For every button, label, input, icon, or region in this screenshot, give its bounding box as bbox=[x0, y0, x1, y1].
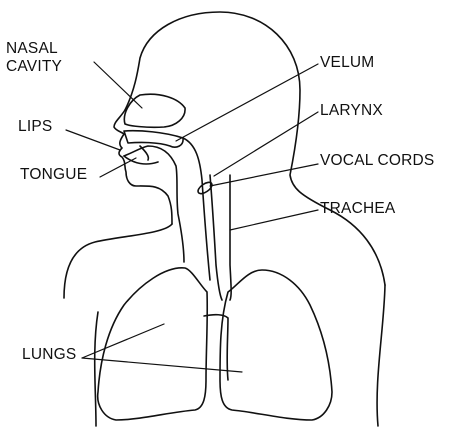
right-lung-outline bbox=[220, 270, 332, 420]
pharynx-back-wall bbox=[183, 138, 210, 280]
trachea-front bbox=[230, 175, 231, 300]
vocal-cords-label: VOCAL CORDS bbox=[320, 152, 434, 170]
trachea-leader bbox=[230, 210, 318, 230]
nasal-cavity-label-line2: CAVITY bbox=[6, 58, 62, 76]
oral-cavity-inner bbox=[124, 156, 158, 164]
torso-left-side bbox=[95, 312, 98, 426]
lungs-label: LUNGS bbox=[22, 346, 76, 364]
torso-right-side bbox=[377, 285, 385, 426]
nasal-cavity-label-line1: NASAL bbox=[6, 40, 62, 58]
lips-leader bbox=[66, 130, 120, 150]
tongue-leader bbox=[100, 158, 136, 177]
lungs-leader-left bbox=[82, 324, 164, 358]
neck-shoulder-outline bbox=[64, 224, 172, 298]
velum-label: VELUM bbox=[320, 54, 374, 72]
velum-shape bbox=[124, 131, 183, 147]
tongue-label: TONGUE bbox=[20, 166, 87, 184]
nasal-cavity-label: NASAL CAVITY bbox=[6, 40, 62, 76]
left-lung-outline bbox=[98, 268, 208, 420]
tongue-tip bbox=[140, 146, 148, 160]
lungs-leader-right bbox=[82, 358, 242, 372]
lips-label: LIPS bbox=[18, 118, 52, 136]
larynx-label: LARYNX bbox=[320, 102, 383, 120]
larynx-leader bbox=[214, 112, 318, 176]
vocal-cords-leader bbox=[210, 164, 318, 186]
head-outline bbox=[125, 12, 385, 285]
trachea-back bbox=[210, 175, 222, 300]
trachea-label: TRACHEA bbox=[320, 200, 395, 218]
